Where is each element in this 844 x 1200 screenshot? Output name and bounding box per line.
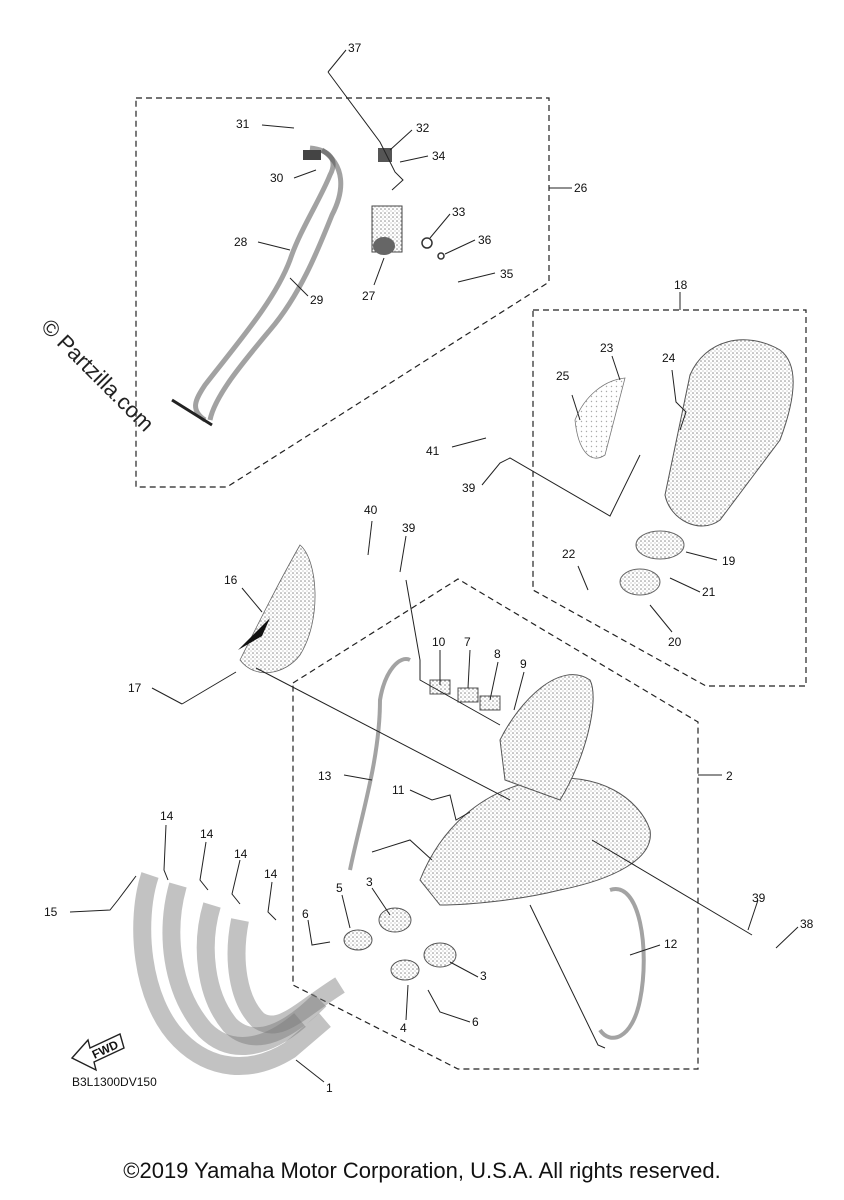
fwd-label: FWD xyxy=(90,1037,121,1061)
callout-19: 19 xyxy=(722,554,736,568)
callout-24: 24 xyxy=(662,351,676,365)
callout-14: 14 xyxy=(160,809,174,823)
callout-35: 35 xyxy=(500,267,514,281)
header-pipes-drawing xyxy=(133,872,345,1075)
callout-33: 33 xyxy=(452,205,466,219)
callout-21: 21 xyxy=(702,585,716,599)
callout-38: 38 xyxy=(800,917,814,931)
callout-6: 6 xyxy=(472,1015,479,1029)
callout-41: 41 xyxy=(426,444,440,458)
callout-13: 13 xyxy=(318,769,332,783)
callout-26: 26 xyxy=(574,181,588,195)
group-box-18 xyxy=(532,309,807,687)
callout-7: 7 xyxy=(464,635,471,649)
callout-16: 16 xyxy=(224,573,238,587)
callout-8: 8 xyxy=(494,647,501,661)
fwd-arrow-icon: FWD xyxy=(70,1033,125,1072)
callout-23: 23 xyxy=(600,341,614,355)
callout-1: 1 xyxy=(326,1081,333,1095)
callout-29: 29 xyxy=(310,293,324,307)
callout-6: 6 xyxy=(302,907,309,921)
callout-27: 27 xyxy=(362,289,376,303)
diagram-code: B3L1300DV150 xyxy=(72,1075,157,1089)
collector-drawing xyxy=(343,657,651,1040)
callout-37: 37 xyxy=(348,41,362,55)
callout-32: 32 xyxy=(416,121,430,135)
callout-11: 11 xyxy=(392,783,405,797)
callout-3: 3 xyxy=(366,875,373,889)
group-box-2 xyxy=(292,578,699,1070)
callout-31: 31 xyxy=(236,117,250,131)
copyright-notice: ©2019 Yamaha Motor Corporation, U.S.A. A… xyxy=(123,1158,721,1183)
callout-17: 17 xyxy=(128,681,142,695)
callout-28: 28 xyxy=(234,235,248,249)
callout-14: 14 xyxy=(264,867,278,881)
callout-14: 14 xyxy=(234,847,248,861)
callout-4: 4 xyxy=(400,1021,407,1035)
callout-20: 20 xyxy=(668,635,682,649)
callout-40: 40 xyxy=(364,503,378,517)
callout-18: 18 xyxy=(674,278,688,292)
callout-15: 15 xyxy=(44,905,58,919)
callout-39: 39 xyxy=(402,521,416,535)
muffler-drawing xyxy=(574,339,794,596)
callout-labels: 37 31 32 34 30 26 33 36 28 27 29 35 18 2… xyxy=(44,41,814,1095)
callout-34: 34 xyxy=(432,149,446,163)
callout-2: 2 xyxy=(726,769,733,783)
callout-14: 14 xyxy=(200,827,214,841)
link-pipe-drawing xyxy=(238,544,316,674)
sensor-assembly-drawing xyxy=(171,145,445,427)
callout-10: 10 xyxy=(432,635,446,649)
group-box-26 xyxy=(135,97,550,488)
callout-36: 36 xyxy=(478,233,492,247)
callout-39: 39 xyxy=(462,481,476,495)
callout-25: 25 xyxy=(556,369,570,383)
callout-30: 30 xyxy=(270,171,284,185)
leader-lines xyxy=(69,49,799,1083)
callout-5: 5 xyxy=(336,881,343,895)
callout-3: 3 xyxy=(480,969,487,983)
callout-12: 12 xyxy=(664,937,678,951)
callout-22: 22 xyxy=(562,547,576,561)
callout-39: 39 xyxy=(752,891,766,905)
callout-9: 9 xyxy=(520,657,527,671)
watermark: © Partzilla.com xyxy=(36,314,159,437)
